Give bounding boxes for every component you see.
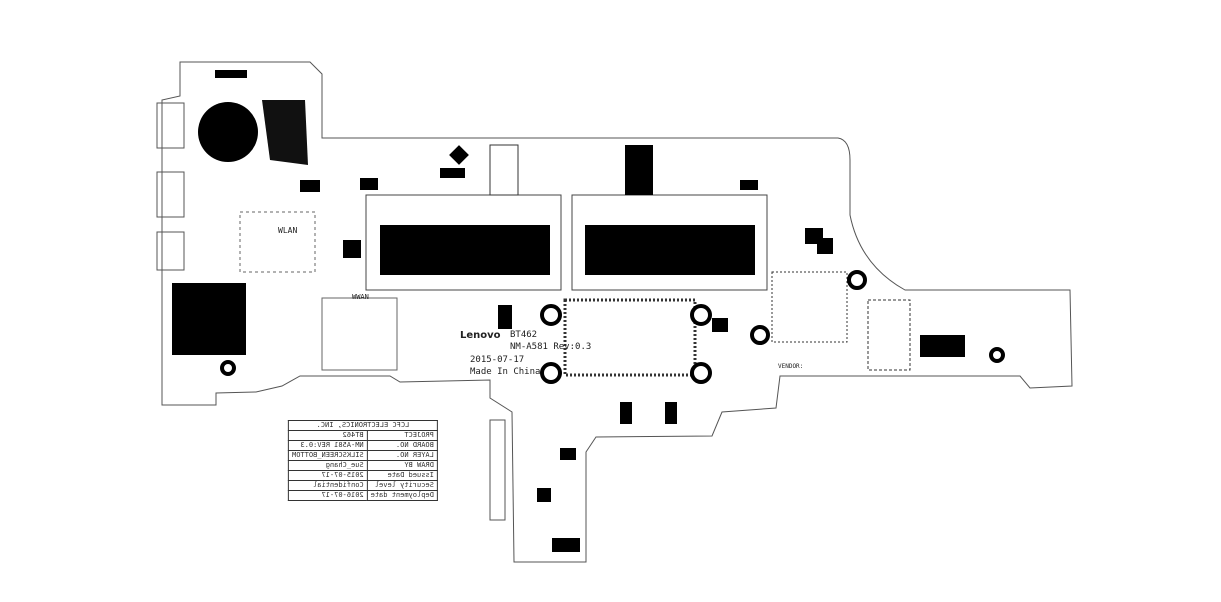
ssd-area [563, 298, 697, 377]
component-block [262, 100, 308, 165]
row-label: BOARD NO. [367, 440, 438, 451]
project-label: BT462 [510, 330, 538, 340]
board-label: NM-A581 Rev:0.3 [510, 342, 592, 352]
port-3 [156, 231, 185, 271]
side-connector [489, 419, 506, 521]
wlan-area [239, 211, 316, 273]
small-components [215, 70, 833, 502]
usb-port [867, 299, 911, 371]
title-row: BOARD NO.NM-A581 REV:0.3 [288, 440, 438, 451]
company-name: LCFC ELECTRONICS, INC. [288, 420, 438, 431]
port-1 [156, 102, 185, 149]
connector-top-1 [489, 144, 519, 196]
row-value: Confidential [288, 480, 368, 491]
bga-chip [172, 283, 246, 355]
row-value: NM-A581 REV:0.3 [288, 440, 368, 451]
ram-slot-2 [585, 225, 755, 275]
ram-slot-frame-2 [571, 194, 768, 291]
wlan-label: WLAN [278, 226, 298, 235]
row-label: Issued Date [367, 470, 438, 481]
row-label: DRAW BY [367, 460, 438, 471]
origin-label: Made In China [470, 367, 541, 377]
row-label: PROJECT [367, 430, 438, 441]
row-value: 2015-07-17 [288, 470, 368, 481]
row-value: BT462 [288, 430, 368, 441]
row-value: SILKSCREEN_BOTTOM [288, 450, 368, 461]
row-label: LAYER NO. [367, 450, 438, 461]
black-pad [920, 335, 965, 357]
row-label: Deployment date [367, 490, 438, 501]
wwan-area [321, 297, 398, 371]
ram-slot-1 [380, 225, 550, 275]
ram-slot-frame-1 [365, 194, 562, 291]
coin-battery [198, 102, 258, 162]
vendor-label: VENDOR: [778, 363, 804, 370]
row-label: Security level [367, 480, 438, 491]
board-outline [161, 61, 1073, 563]
port-2 [156, 171, 185, 218]
title-row: LAYER NO.SILKSCREEN_BOTTOM [288, 450, 438, 461]
card-reader [771, 271, 848, 343]
connector-bottom [552, 538, 580, 552]
mounting-holes [220, 270, 1005, 384]
brand-logo: Lenovo [460, 330, 501, 341]
row-value: 2016-07-17 [288, 490, 368, 501]
date-label: 2015-07-17 [470, 355, 525, 365]
connector-top-2 [625, 145, 653, 195]
row-value: Sue_Chang [288, 460, 368, 471]
wwan-label: WWAN [352, 293, 369, 301]
